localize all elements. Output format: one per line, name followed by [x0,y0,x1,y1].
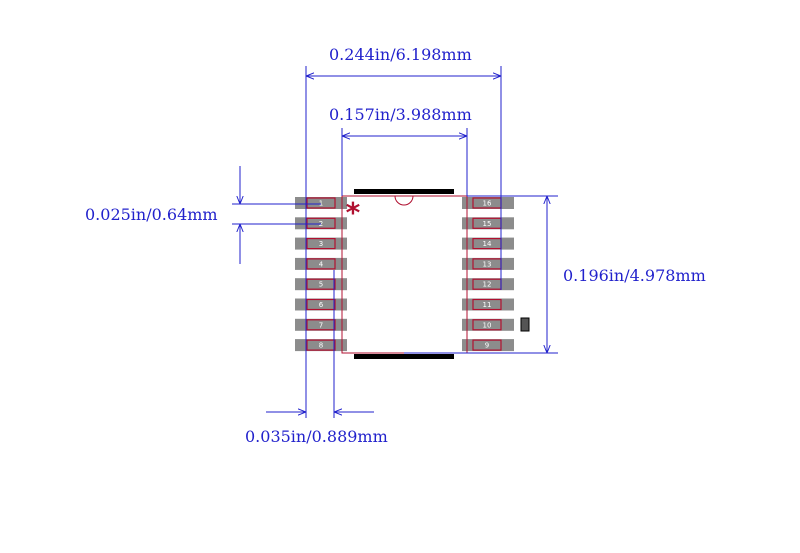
pin-number: 9 [485,342,489,350]
pin-outline [472,298,502,311]
pin-outline [306,217,336,229]
pin-number: 11 [483,301,492,309]
body-width-label: 0.157in/3.988mm [329,105,472,124]
right-pads: 16 15 14 13 12 11 10 9 [462,197,514,352]
pad [295,197,347,209]
pin-number: 13 [483,260,492,268]
silkscreen-top-bar [354,189,454,194]
pin-number: 16 [483,200,492,208]
overall-width-label: 0.244in/6.198mm [329,45,472,64]
pin-number: 12 [483,281,492,289]
pad [295,217,347,230]
pin-outline [306,238,336,250]
pad-width-label: 0.035in/0.889mm [245,427,388,446]
pin-number: 4 [319,260,324,268]
pin-outline [306,298,336,311]
package-outline [341,195,468,354]
pin-number: 10 [483,321,492,329]
pin-number: 14 [483,240,492,248]
pin-outline [306,319,336,331]
pin-number: 15 [483,220,492,228]
body-width-dimension [341,128,468,196]
pad [295,237,347,250]
pin-outline [472,319,502,331]
pin1-notch [394,195,414,206]
pin-pitch-dimension [232,166,321,264]
pin-outline [472,339,502,351]
silkscreen-bottom-bar [354,354,454,359]
pin1-marker: * [346,196,361,229]
pin-pitch-label: 0.025in/0.64mm [85,205,218,224]
side-mark [520,317,530,332]
body-length-dimension [404,195,558,354]
pin-number: 5 [319,281,323,289]
pad-width-dimension [266,270,374,418]
pad [295,257,347,270]
pin-outline [306,278,336,290]
pin-number: 3 [319,240,323,248]
pin-number: 6 [319,301,324,309]
pin-outline [306,197,336,209]
pin-number: 7 [319,321,323,329]
overall-width-dimension [305,66,502,418]
pin-outline [306,258,336,270]
pin-outline [306,339,336,351]
body-length-label: 0.196in/4.978mm [563,266,706,285]
pin-number: 8 [319,342,323,350]
